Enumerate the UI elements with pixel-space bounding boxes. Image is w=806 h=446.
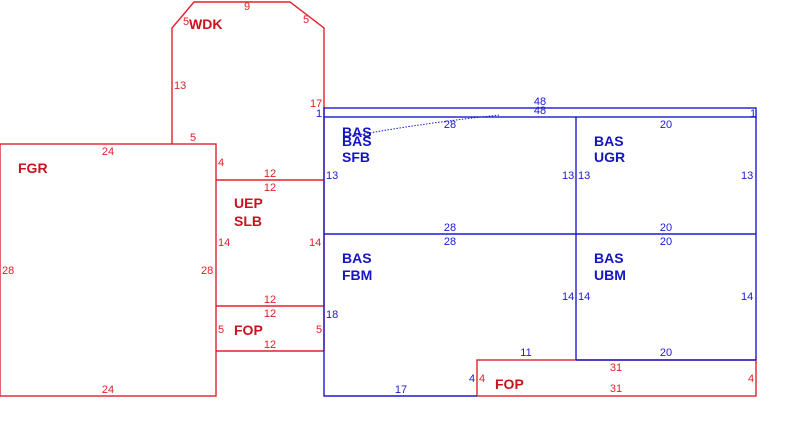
dim-label: 24 — [102, 384, 114, 396]
area-label-bas-fbm-line2: FBM — [342, 267, 372, 283]
area-label-bas-ubm-line1: BAS — [594, 250, 624, 266]
dim-label: 5 — [218, 324, 224, 336]
dim-label: 13 — [578, 170, 590, 182]
dim-label: 12 — [264, 308, 276, 320]
dim-label: 13 — [562, 170, 574, 182]
dim-label: 31 — [610, 362, 622, 374]
dim-label: 12 — [264, 339, 276, 351]
dim-label: 24 — [102, 146, 114, 158]
dim-label: 13 — [174, 80, 186, 92]
dim-label: 14 — [309, 237, 321, 249]
dim-label: 5 — [303, 14, 309, 26]
dim-label: 5 — [190, 132, 196, 144]
dim-label: 5 — [316, 324, 322, 336]
dim-label: 28 — [2, 265, 14, 277]
dim-label: 9 — [244, 1, 250, 13]
bas-top-strip — [323, 107, 757, 118]
area-label-fop-bottom: FOP — [495, 376, 524, 392]
dim-label: 12 — [264, 168, 276, 180]
dim-label: 20 — [660, 347, 672, 359]
label-leader-line — [351, 114, 501, 137]
dim-label: 11 — [520, 347, 531, 359]
blue-dimensions: 48 48 1 1 28 13 13 20 13 13 28 28 20 20 … — [316, 96, 756, 396]
blue-outlines — [323, 107, 757, 397]
dim-label: 48 — [534, 105, 546, 117]
area-label-uep: UEP — [234, 195, 263, 211]
wdk-outline — [171, 1, 325, 180]
dim-label: 12 — [264, 182, 276, 194]
dim-label: 31 — [610, 383, 622, 395]
dim-label: 48 — [534, 96, 546, 108]
fgr-outline — [0, 143, 217, 397]
area-label-bas-top: BAS — [342, 124, 372, 140]
dim-label: 14 — [741, 291, 753, 303]
area-labels: WDK FGR UEP SLB FOP BAS BAS SFB BAS UGR … — [18, 16, 626, 392]
dim-label: 17 — [395, 384, 407, 396]
area-label-fop-left: FOP — [234, 322, 263, 338]
dim-label: 28 — [444, 222, 456, 234]
area-label-bas-ugr-line1: BAS — [594, 133, 624, 149]
dim-label: 5 — [183, 16, 189, 28]
dim-label: 28 — [444, 236, 456, 248]
dim-label: 4 — [218, 157, 224, 169]
dim-label: 14 — [562, 291, 574, 303]
dim-label: 1 — [750, 108, 756, 120]
dim-label: 28 — [201, 265, 213, 277]
dim-label: 17 — [310, 98, 322, 110]
dim-label: 1 — [316, 108, 322, 120]
red-dimensions: 9 5 5 13 17 5 24 28 28 24 4 12 12 14 14 … — [2, 1, 754, 396]
area-label-bas-sfb-line2: SFB — [342, 149, 370, 165]
dim-label: 4 — [469, 373, 475, 385]
dim-label: 14 — [578, 291, 590, 303]
dim-label: 12 — [264, 294, 276, 306]
dim-label: 13 — [741, 170, 753, 182]
dim-label: 4 — [479, 373, 485, 385]
bas-left-bottom-edge — [323, 117, 477, 397]
dim-label: 20 — [660, 222, 672, 234]
dim-label: 4 — [748, 373, 754, 385]
area-label-bas-ubm-line2: UBM — [594, 267, 626, 283]
dim-label: 20 — [660, 119, 672, 131]
dim-label: 28 — [444, 119, 456, 131]
area-label-slb: SLB — [234, 213, 262, 229]
red-outlines — [0, 1, 757, 397]
dim-label: 18 — [326, 309, 338, 321]
area-label-wdk: WDK — [189, 16, 222, 32]
dim-label: 20 — [660, 236, 672, 248]
dim-label: 14 — [218, 237, 230, 249]
dim-label: 13 — [326, 170, 338, 182]
area-label-bas-fbm-line1: BAS — [342, 250, 372, 266]
area-label-bas-sfb-line1: BAS — [342, 133, 372, 149]
area-label-fgr: FGR — [18, 160, 48, 176]
area-label-bas-ugr-line2: UGR — [594, 149, 625, 165]
